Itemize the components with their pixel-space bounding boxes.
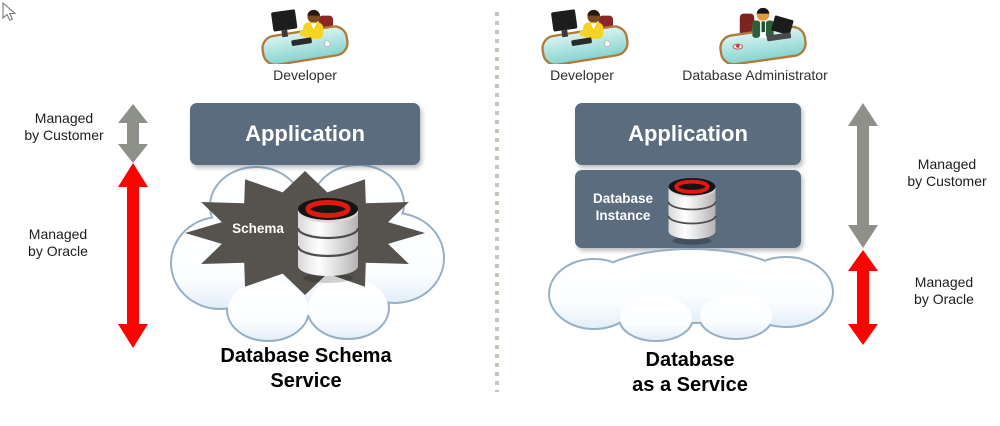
laptop-base [766,32,792,42]
database-administrator-label: Database Administrator [682,67,828,83]
managed-by-customer-label: Managed by Customer [24,110,104,143]
monitor [271,9,298,32]
left-title: Database Schema Service [220,345,392,392]
application-box: Application [575,103,801,165]
application-label: Application [245,121,365,146]
managed-by-oracle-label: Managed by Oracle [28,226,88,259]
mug [323,40,331,48]
database-administrator-at-desk-icon [719,7,807,64]
cloud-shape [548,248,834,342]
hair [756,7,770,14]
dotted-divider [495,12,499,392]
developer-label: Developer [550,67,614,83]
vest-left [752,20,761,38]
database-instance-label: Database Instance [592,191,654,223]
developer-at-desk-icon [261,9,349,64]
vest-right [765,20,774,38]
right-title: Database as a Service [632,349,748,396]
managed-by-oracle-arrow [118,163,148,348]
reflection [672,236,712,245]
reflection [303,273,353,283]
developer-label: Developer [273,67,337,83]
developer-at-desk-icon [541,9,629,64]
database-cylinder-icon [667,178,717,245]
managed-by-oracle-arrow [848,250,878,345]
monitor-stand [281,29,289,38]
managed-by-customer-arrow [848,103,878,248]
mouse-cursor-icon [2,2,17,21]
dish-item [736,44,740,48]
database-cylinder-icon [296,198,360,283]
keyboard [291,37,312,46]
managed-by-customer-arrow [118,104,148,163]
laptop-screen [771,15,794,36]
application-label: Application [628,121,748,146]
managed-by-customer-label: Managed by Customer [907,156,987,189]
managed-by-oracle-label: Managed by Oracle [914,274,974,307]
database-instance-box: Database Instance [575,170,801,248]
collar [310,23,317,30]
tie [761,21,765,33]
schema-label: Schema [232,221,284,236]
hair [307,9,320,16]
application-box: Application [190,103,420,165]
arm [299,30,314,39]
